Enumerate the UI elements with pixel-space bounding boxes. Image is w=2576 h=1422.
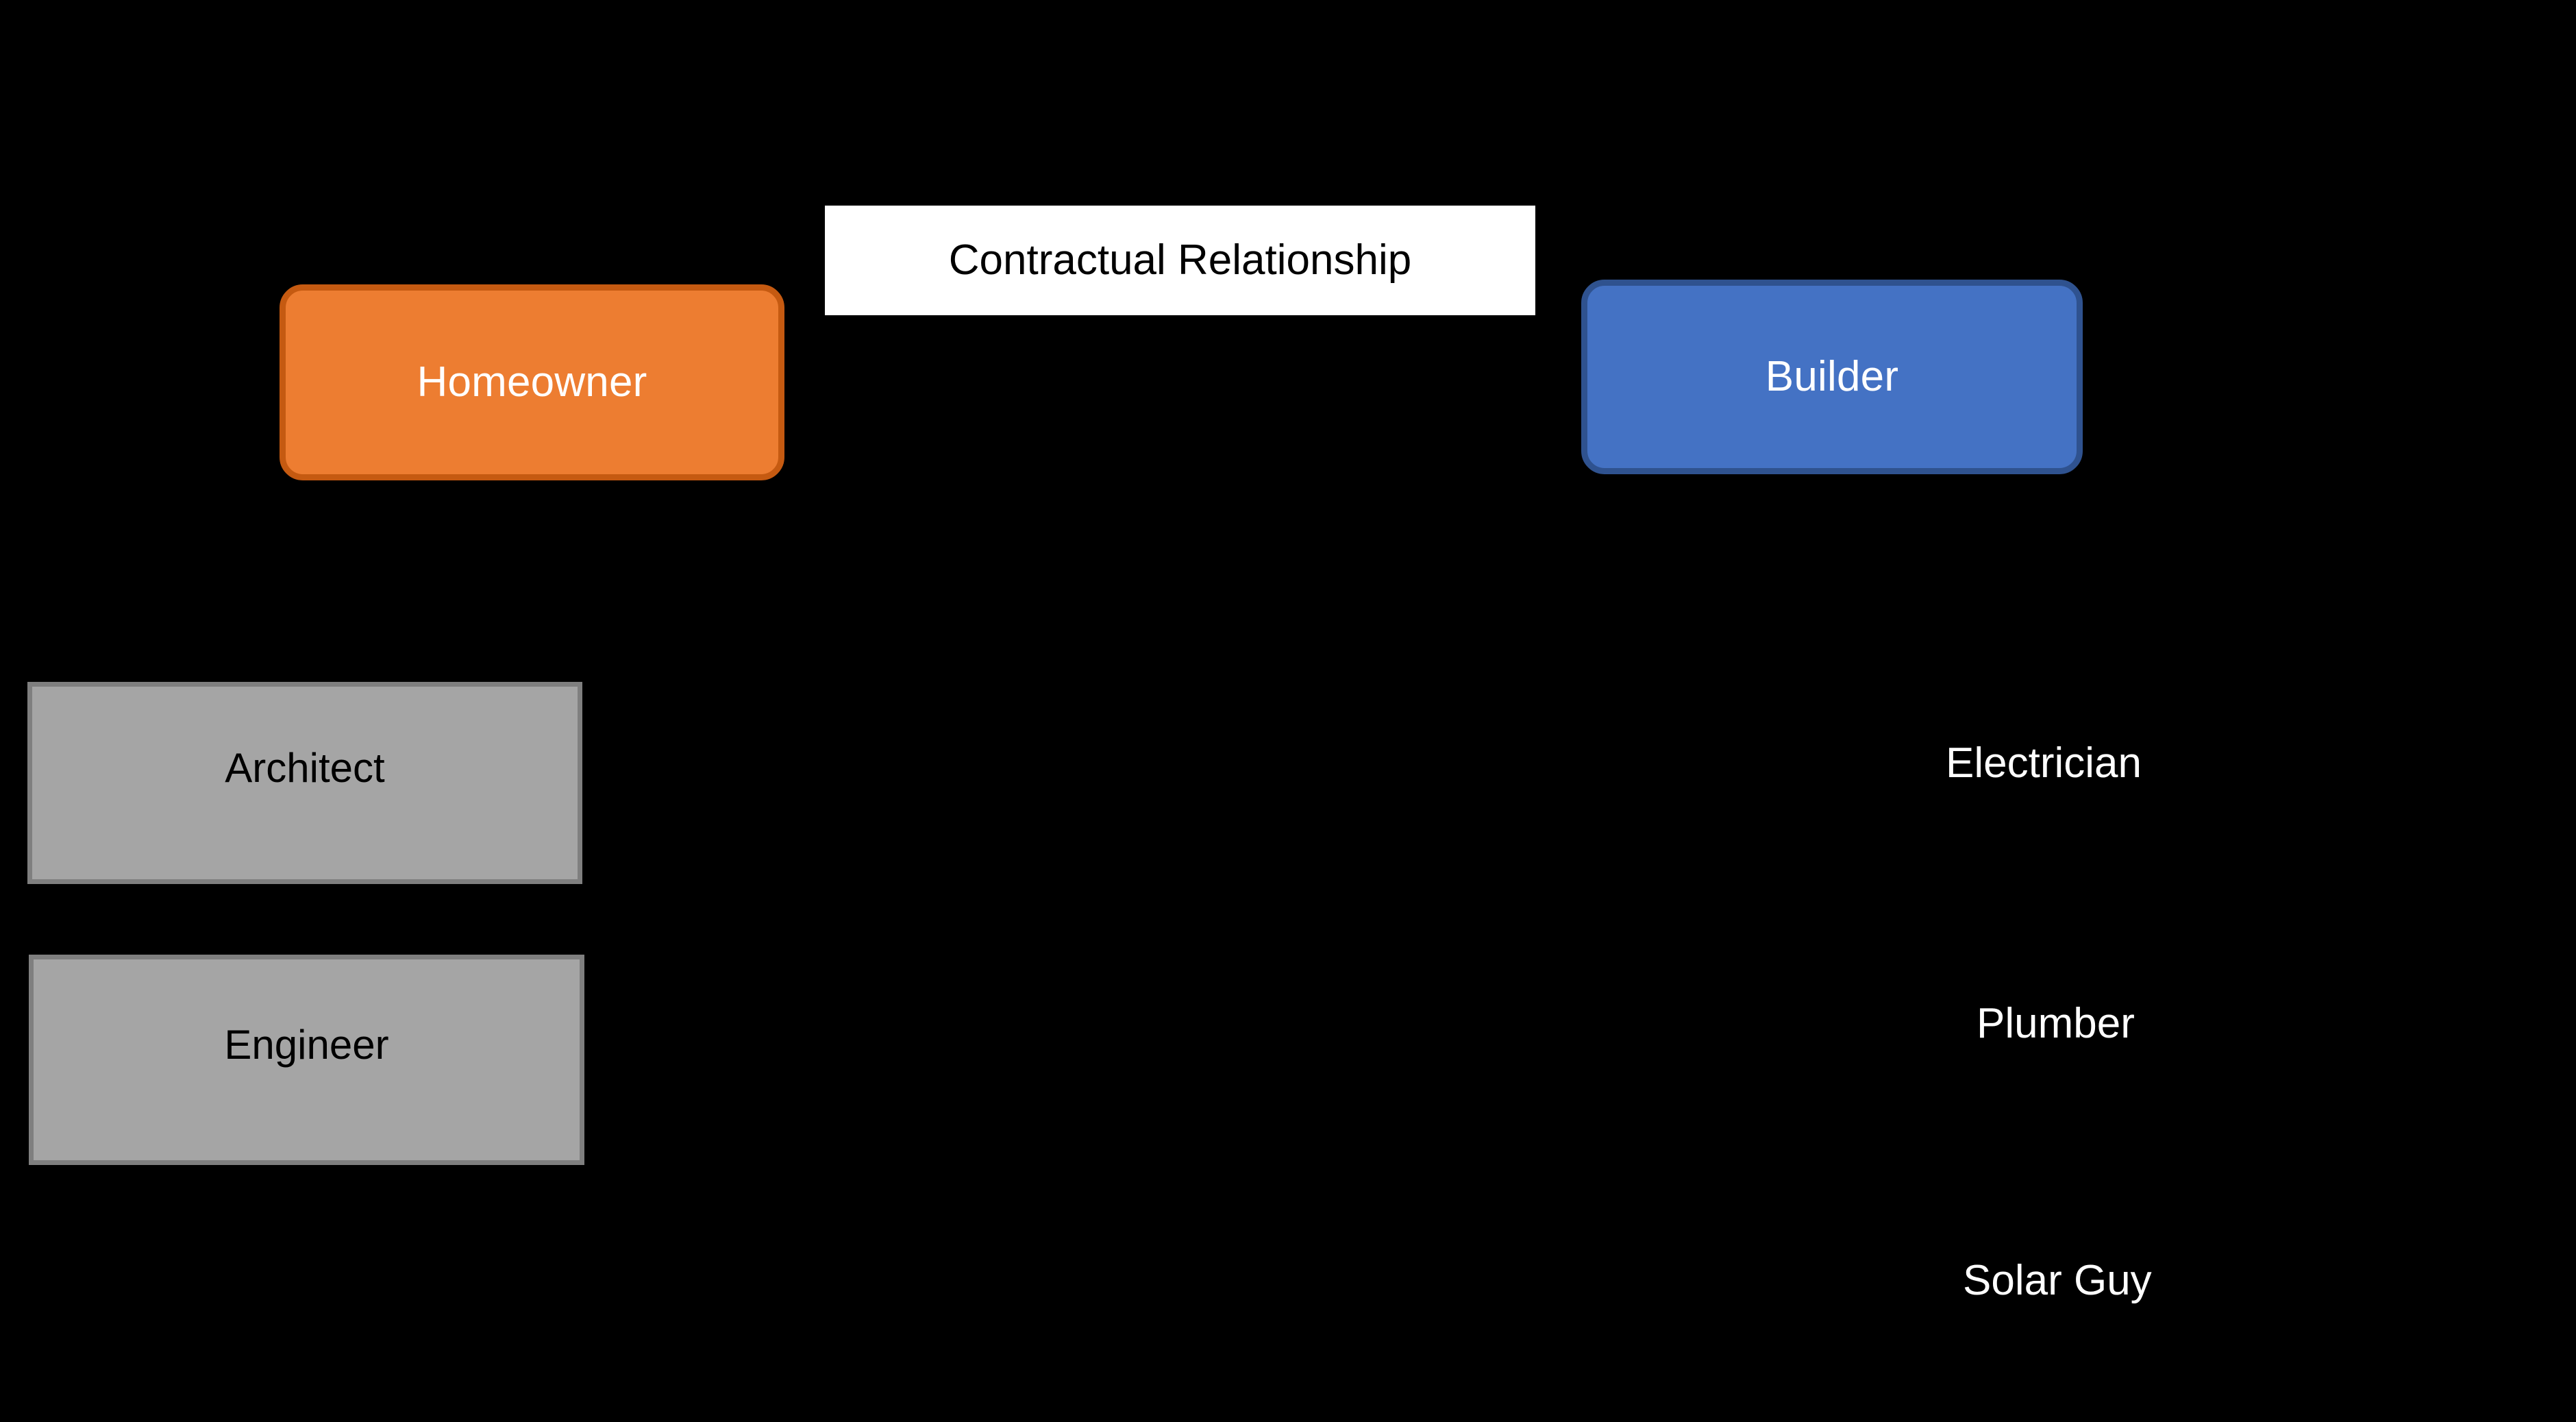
node-engineer-label: Engineer <box>224 1021 389 1068</box>
node-homeowner-label: Homeowner <box>417 358 647 406</box>
arrowhead-engineer <box>584 1050 607 1072</box>
node-homeowner[interactable]: Homeowner <box>280 284 784 480</box>
node-architect[interactable]: Architect <box>27 682 582 884</box>
arrowhead-left-homeowner <box>784 375 807 397</box>
arrowhead-right-builder <box>1559 375 1581 397</box>
label-plumber[interactable]: Plumber <box>1977 1000 2135 1047</box>
label-electrician[interactable]: Electrician <box>1946 739 2142 787</box>
node-builder-label: Builder <box>1765 352 1899 400</box>
node-architect-label: Architect <box>225 744 385 791</box>
label-solar-guy[interactable]: Solar Guy <box>1963 1257 2152 1304</box>
node-engineer[interactable]: Engineer <box>29 955 584 1165</box>
node-builder[interactable]: Builder <box>1581 280 2083 474</box>
callout-contractual-relationship[interactable]: Contractual Relationship <box>825 206 1535 315</box>
callout-contractual-relationship-label: Contractual Relationship <box>948 236 1412 284</box>
